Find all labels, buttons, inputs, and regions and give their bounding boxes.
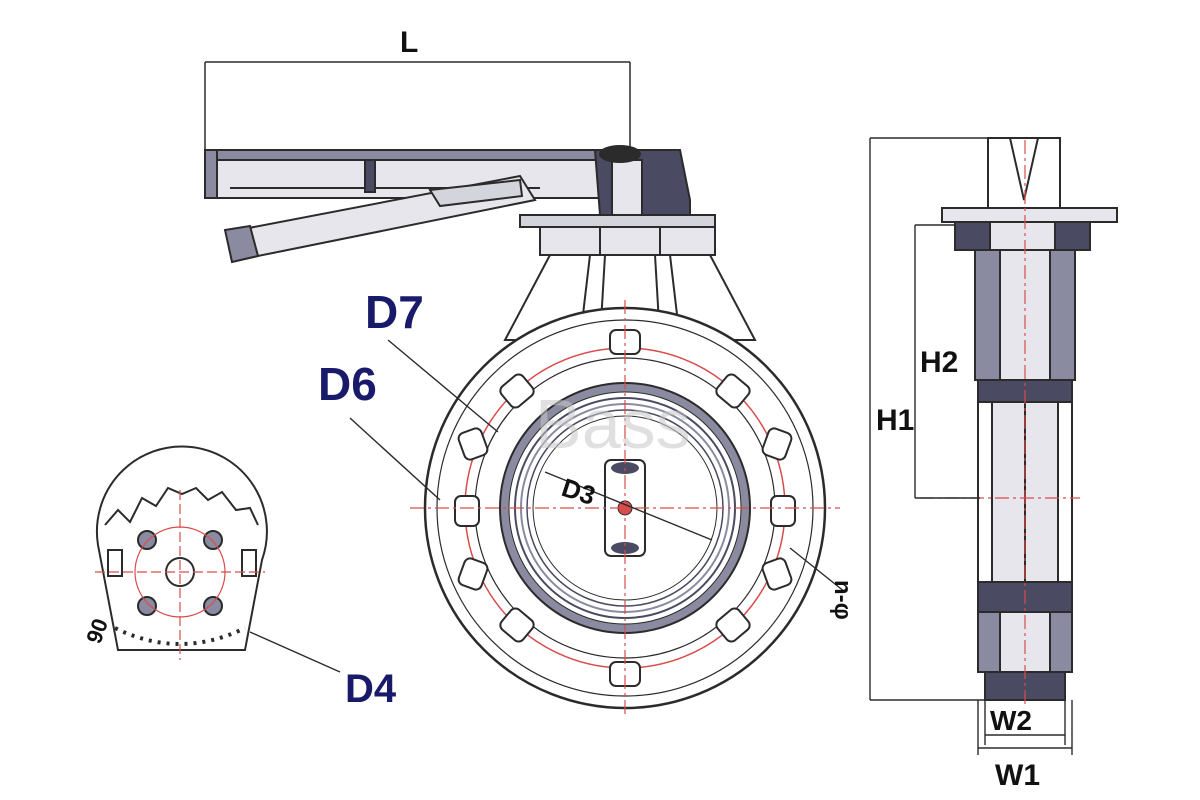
bolt-slots [454,329,796,687]
label-W2: W2 [990,705,1032,736]
label-W1: W1 [995,759,1040,792]
flange-detail [95,445,268,660]
watermark: Bass [535,385,691,463]
label-H1: H1 [876,404,914,437]
label-D7: D7 [365,286,424,338]
side-view [920,137,1118,705]
side-dimensions [869,137,1073,755]
label-D6: D6 [318,358,377,410]
label-D4: D4 [345,667,397,711]
leader-lines [249,339,846,673]
lever-handle [204,145,716,264]
scale-mark-90: 90 [81,615,113,647]
label-H2: H2 [920,346,958,379]
label-n-phi: n-φ [829,580,856,620]
valve-body [410,300,840,715]
label-L: L [400,26,418,59]
dimension-L [204,61,631,150]
